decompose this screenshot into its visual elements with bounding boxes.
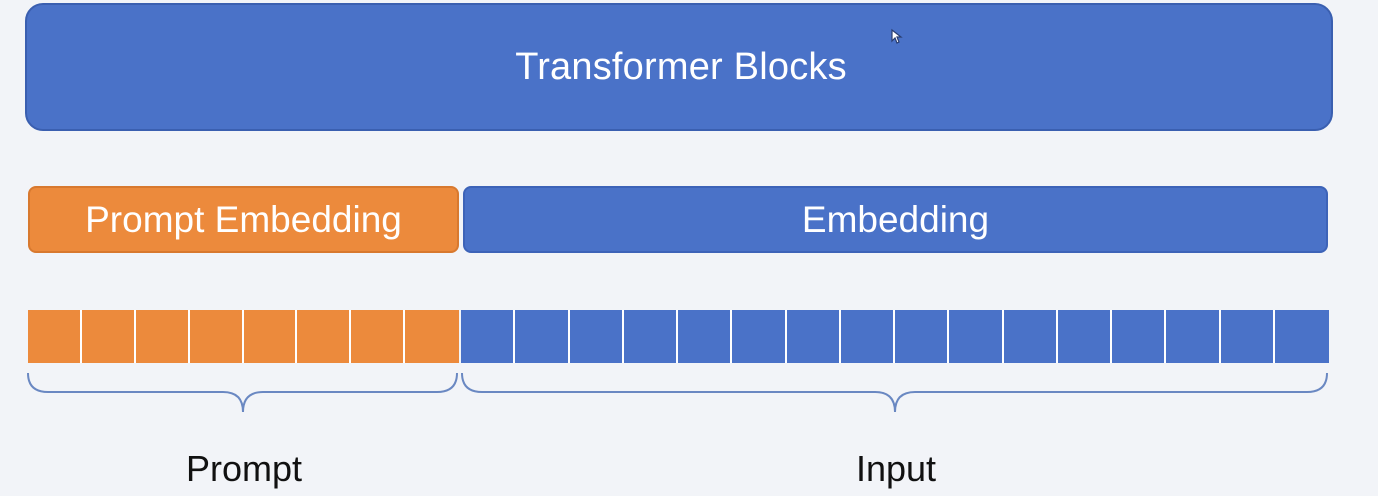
prompt-group-label: Prompt bbox=[185, 448, 303, 489]
input-token bbox=[569, 310, 624, 363]
input-token bbox=[786, 310, 841, 363]
prompt-token bbox=[189, 310, 244, 363]
brace-layer bbox=[27, 372, 1328, 413]
input-token bbox=[949, 310, 1004, 363]
input-token bbox=[623, 310, 678, 363]
prompt-token bbox=[297, 310, 352, 363]
input-token bbox=[1274, 310, 1329, 363]
prompt-brace bbox=[27, 372, 458, 413]
prompt-token-row bbox=[28, 310, 459, 363]
input-token bbox=[1112, 310, 1167, 363]
prompt-token bbox=[28, 310, 82, 363]
prompt-token bbox=[81, 310, 136, 363]
input-token-row bbox=[461, 310, 1329, 363]
prompt-embedding-bar: Prompt Embedding bbox=[28, 186, 459, 253]
input-token bbox=[1220, 310, 1275, 363]
input-token bbox=[732, 310, 787, 363]
prompt-token bbox=[405, 310, 459, 363]
input-token bbox=[895, 310, 950, 363]
transformer-blocks-label: Transformer Blocks bbox=[515, 45, 847, 88]
input-token bbox=[1003, 310, 1058, 363]
input-token bbox=[1057, 310, 1112, 363]
input-token bbox=[515, 310, 570, 363]
input-token bbox=[840, 310, 895, 363]
transformer-blocks-box: Transformer Blocks bbox=[25, 3, 1333, 131]
prompt-token bbox=[135, 310, 190, 363]
input-group-label: Input bbox=[855, 448, 937, 489]
prompt-token bbox=[351, 310, 406, 363]
input-token bbox=[461, 310, 516, 363]
prompt-token bbox=[243, 310, 298, 363]
input-embedding-bar: Embedding bbox=[463, 186, 1328, 253]
input-token bbox=[678, 310, 733, 363]
input-embedding-label: Embedding bbox=[801, 198, 990, 240]
input-token bbox=[1166, 310, 1221, 363]
prompt-embedding-label: Prompt Embedding bbox=[85, 198, 402, 240]
pointer-cursor-icon bbox=[891, 28, 903, 44]
input-brace bbox=[461, 372, 1328, 413]
